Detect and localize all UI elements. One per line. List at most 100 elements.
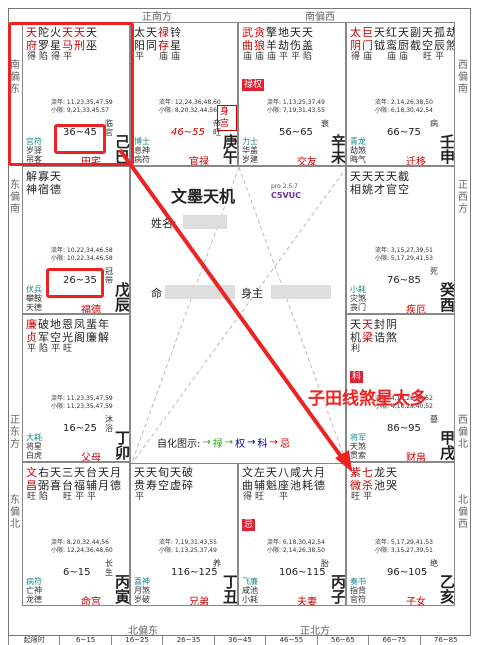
god-list: 飞廉咸池小耗 [242,577,258,604]
star-brightness: 平 [134,492,144,502]
star: 天寿 [146,466,157,503]
god-item: 小耗 [350,285,366,294]
star-brightness: 得 [350,52,360,62]
star-name-bottom: 神 [26,183,37,196]
star: 凤阁 [74,318,85,355]
liunian-years: 流年: 4,16,28,40,52 [375,395,433,402]
god-list: 奏书指背官符 [350,577,366,604]
star-name-top: 天 [386,466,397,479]
star-brightness: 旺 [422,52,432,62]
ganzhi-char: 癸 [440,281,455,299]
ganzhi-char: 亥 [440,588,455,606]
sihua-tag: 禄权 [242,79,265,91]
daxian-cell[interactable]: 起限时 [8,636,59,645]
star-name-bottom: 月 [98,479,109,492]
star: 孤辰平 [434,26,445,63]
star: 天魁 [266,466,277,503]
age-range: 106~115 [279,567,326,578]
star-name-top: 月 [314,466,325,479]
ganzhi-char: 辛 [331,133,346,151]
star: 天伤平 [290,26,301,63]
star-name-top: 解 [26,170,37,183]
god-item: 青龙 [350,137,366,146]
star-name-top: 地 [278,26,289,39]
god-list: 大耗将星白虎 [26,433,42,460]
star-brightness: 庙 [242,52,252,62]
star-name-bottom: 钺 [374,39,385,52]
star-name-bottom: 罗 [38,39,49,52]
star: 天官 [386,170,397,196]
star-name-bottom: 曲 [242,39,253,52]
daxian-cell[interactable]: 36~45 [213,636,265,645]
star-name-top: 天 [170,466,181,479]
daxian-cell[interactable]: 6~15 [59,636,110,645]
life-stage: 临官 [105,119,113,137]
age-range: 26~35 [63,275,97,286]
palace-name: 疾厄 [406,305,426,314]
star: 七杀平 [362,466,373,503]
god-item: 博士 [134,137,150,146]
ganzhi-char: 丁 [223,573,238,591]
daxian-cell[interactable]: 46~55 [265,636,316,645]
star-name-bottom: 耗 [302,479,313,492]
star: 天厨庙 [398,26,409,63]
star: 禄存庙 [158,26,169,63]
palace-shen[interactable]: 太阴得巨门庙天钺红鸾庙天厨庙副截天空旺孤辰平劫煞流年: 2,14,26,38,5… [346,22,455,166]
xiaoxian-years: 小限: 2,14,26,38,50 [267,547,325,554]
star-brightness: 旺 [254,492,264,502]
star-brightness: 平 [26,344,36,354]
liunian-years: 流年: 5,17,29,41,53 [375,539,433,546]
star-name-bottom: 池 [374,479,385,492]
daxian-cell[interactable]: 16~25 [110,636,162,645]
star-brightness: 平 [50,344,60,354]
direction-right-4: 北偏西 [458,495,468,530]
chart-frame [8,8,471,636]
god-item: 灾煞 [350,294,366,303]
star-name-top: 天 [290,26,301,39]
star: 火星得 [50,26,61,63]
highlight-box-si [8,22,134,166]
palace-name: 田宅 [81,157,101,166]
star-name-bottom: 贵 [134,479,145,492]
star: 台辅平 [86,466,97,503]
highlight-box-age-chen [46,268,104,298]
star-name-top: 地 [50,318,61,331]
daxian-cell[interactable]: 26~35 [162,636,213,645]
daxian-cell[interactable]: 66~75 [368,636,419,645]
star-name-bottom: 空 [158,479,169,492]
star: 天哭 [386,466,397,503]
god-item: 白虎 [26,451,42,460]
star-brightness: 旺 [350,492,360,502]
god-item: 病符 [134,155,150,164]
star: 月德 [314,466,325,503]
star: 天才 [374,170,385,196]
palace-name: 夫妻 [297,597,317,606]
daxian-cell[interactable]: 76~85 [419,636,471,645]
star-name-bottom: 虚 [170,479,181,492]
birth-label: 命 [151,287,162,300]
star-name-top: 月 [110,466,121,479]
star-name-bottom: 才 [374,183,385,196]
sihua-tag: 科 [350,371,364,383]
life-stage: 衰 [321,119,329,128]
star-name-bottom: 狼 [254,39,265,52]
star-name-top: 恩 [62,318,73,331]
star: 文昌旺 [26,466,37,503]
star-name-bottom: 府 [26,39,37,52]
daxian-cell[interactable]: 56~65 [316,636,368,645]
star: 天喜 [50,466,61,503]
edition-label: C5VUC [271,191,301,200]
god-item: 指背 [350,586,366,595]
star: 天巫 [86,26,97,63]
